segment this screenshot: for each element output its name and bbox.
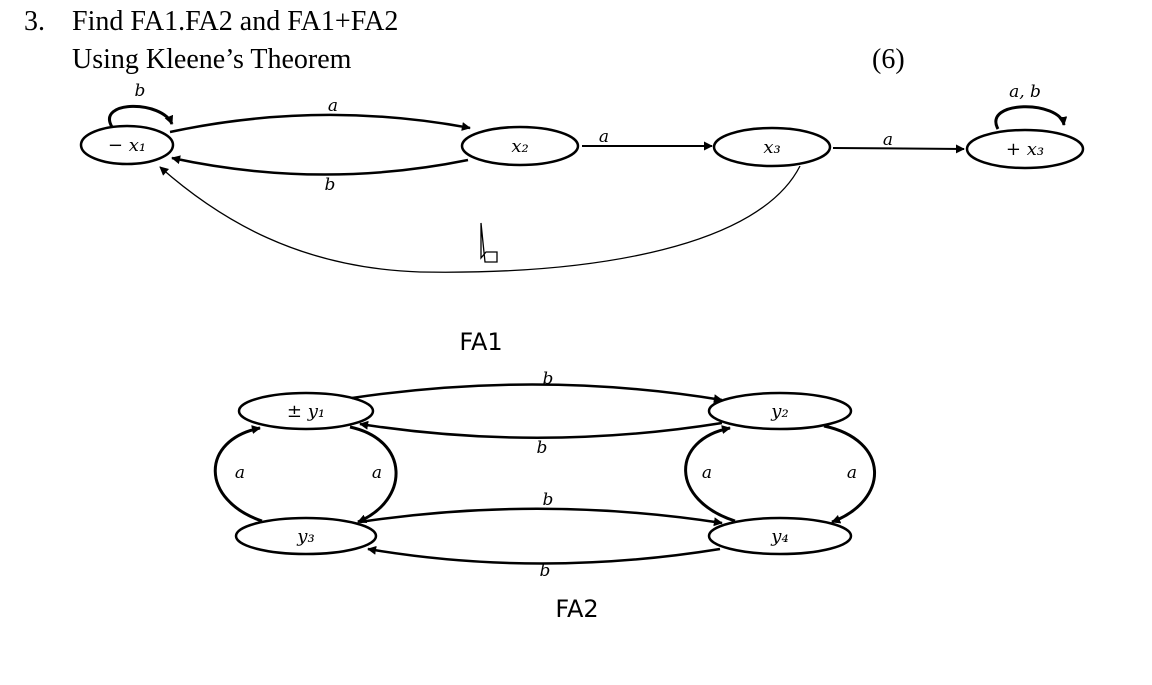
- fa2-edge-y2-y4: [823, 424, 876, 524]
- fa2-edge-y3-y1: [213, 425, 263, 523]
- fa2-edge-y4-y3-label: b: [540, 561, 551, 581]
- question-text-line-1: Find FA1.FA2 and FA1+FA2: [72, 6, 399, 37]
- fa1-edge-x2-x1: [171, 155, 469, 176]
- fa1-state-x1-label: − x₁: [108, 135, 146, 156]
- fa2-caption: FA2: [555, 595, 598, 623]
- fa1-state-x2-label: x₂: [511, 136, 528, 157]
- fa1-edge-x3final-self-loop-label: a, b: [1009, 82, 1041, 102]
- fa2-edge-y4-y3: [367, 545, 721, 565]
- fa1-diagram: − x₁ x₂ x₃ + x₃ b a b a a a, b FA1: [79, 81, 1085, 356]
- fa1-edge-x3final-self-loop: [994, 105, 1068, 130]
- fa1-state-x3-mid-label: x₃: [763, 137, 780, 158]
- fa1-state-x1: − x₁: [79, 124, 175, 166]
- fa1-edge-x1-x2-label: a: [328, 96, 338, 116]
- fa2-edge-y1-y3: [349, 425, 398, 524]
- fa2-edge-y2-y4-label: a: [847, 463, 857, 483]
- fa2-edge-y3-y4: [359, 507, 723, 527]
- fa1-state-x3-mid: x₃: [712, 126, 832, 168]
- fa2-state-y2: y₂: [707, 391, 853, 431]
- fa1-edge-x2-x1-label: b: [325, 175, 336, 195]
- fa1-state-x3-final-label: + x₃: [1006, 139, 1044, 160]
- fa1-edge-x3-x3final: [832, 144, 965, 154]
- fa1-edge-x2-x3-label: a: [599, 127, 609, 147]
- fa2-state-y4-label: y₄: [770, 526, 788, 547]
- question-number: 3.: [24, 6, 45, 37]
- fa2-edge-y1-y3-label: a: [372, 463, 382, 483]
- fa2-diagram: ± y₁ y₂ y₃ y₄ b b a a a a b b: [213, 369, 876, 623]
- question-text-line-2: Using Kleene’s Theorem: [72, 44, 352, 75]
- fa1-state-x3-final: + x₃: [965, 128, 1085, 170]
- fa2-state-y3-label: y₃: [296, 526, 314, 547]
- fa2-edge-y3-y4-label: b: [543, 490, 554, 510]
- fa2-edge-y4-y2: [684, 425, 736, 523]
- fa2-state-y3: y₃: [234, 516, 378, 556]
- fa1-edge-x1-self-loop: [108, 104, 174, 128]
- fa2-state-y1: ± y₁: [237, 391, 375, 431]
- fa2-edge-y2-y1: [359, 420, 723, 439]
- fa1-edge-x1-self-loop-label: b: [135, 81, 146, 101]
- fa1-state-x2: x₂: [460, 125, 580, 167]
- fa2-edge-y3-y1-label: a: [235, 463, 245, 483]
- fa2-edge-y1-y2-label: b: [543, 369, 554, 389]
- question-marks: (6): [872, 44, 905, 75]
- fa1-edge-x3-x3final-label: a: [883, 130, 893, 150]
- fa2-edge-y1-y2: [351, 383, 723, 404]
- fa1-edge-x1-x2: [169, 113, 471, 134]
- fa2-edge-y4-y2-label: a: [702, 463, 712, 483]
- fa2-edge-y2-y1-label: b: [537, 438, 548, 458]
- fa1-edge-x3-x1-return: [159, 165, 801, 273]
- fa1-caption: FA1: [459, 328, 502, 356]
- fa2-state-y1-label: ± y₁: [287, 401, 325, 422]
- fa2-state-y2-label: y₂: [770, 401, 788, 422]
- mouse-pointer-icon: [480, 222, 498, 263]
- fa2-state-y4: y₄: [707, 516, 853, 556]
